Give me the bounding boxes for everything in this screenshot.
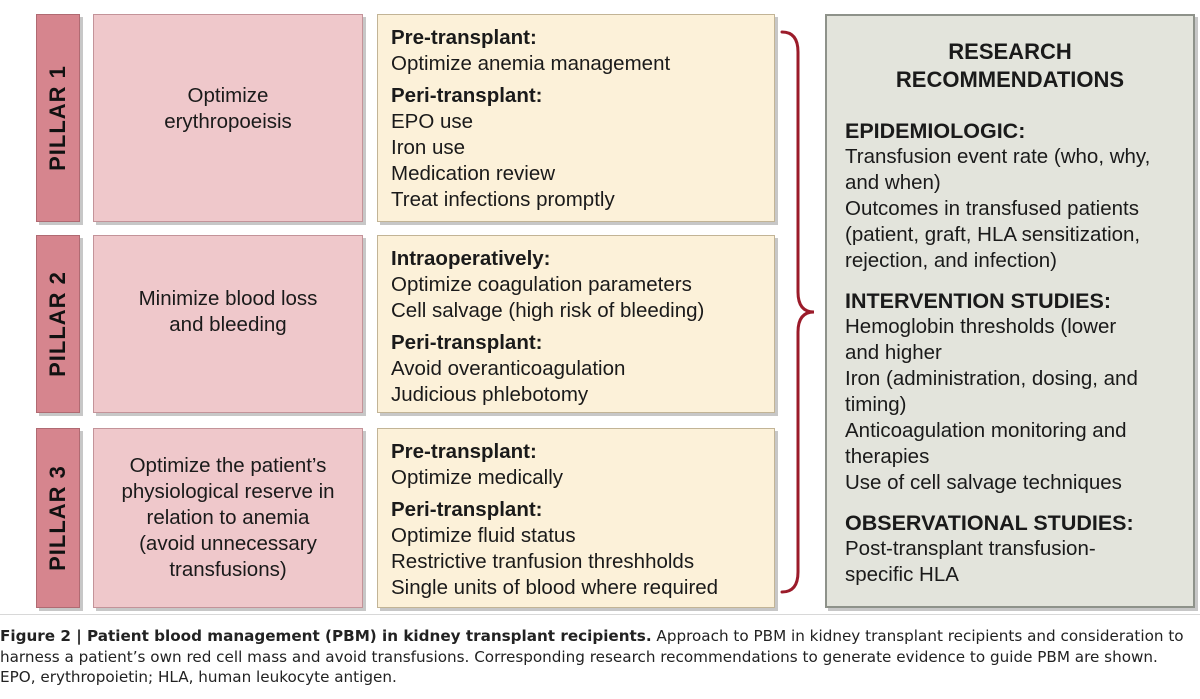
pillar-3-group-peri: Peri-transplant: Optimize fluid status R…: [391, 497, 762, 601]
research-section-head: EPIDEMIOLOGIC:: [845, 119, 1026, 143]
pillar-1-tab: PILLAR 1: [36, 14, 80, 222]
strategy-item: EPO use: [391, 110, 474, 133]
pillar-1-goal: Optimize erythropoeisis: [93, 14, 363, 222]
pillar-1-group-pre-head: Pre-transplant:: [391, 26, 537, 49]
caption-body: Approach to PBM in kidney transplant rec…: [0, 627, 1184, 686]
pillar-1-label: PILLAR 1: [45, 65, 71, 171]
caption-label: Figure 2: [0, 627, 71, 645]
pillar-1-strategies: Pre-transplant: Optimize anemia manageme…: [377, 14, 775, 222]
pillar-2-group-intra: Intraoperatively: Optimize coagulation p…: [391, 246, 762, 324]
strategy-item: Judicious phlebotomy: [391, 383, 589, 406]
research-recommendations-panel: RESEARCH RECOMMENDATIONS EPIDEMIOLOGIC: …: [825, 14, 1195, 608]
research-section-head: INTERVENTION STUDIES:: [845, 289, 1111, 313]
pillar-3-goal-text: Optimize the patient’s physiological res…: [121, 454, 335, 581]
pillar-2-goal: Minimize blood loss and bleeding: [93, 235, 363, 413]
research-section-observational: OBSERVATIONAL STUDIES: Post-transplant t…: [845, 510, 1193, 588]
pillar-2-group-intra-head: Intraoperatively:: [391, 247, 551, 270]
research-line: specific HLA: [845, 563, 959, 586]
caption-separator: |: [70, 627, 88, 645]
pillar-1-group-peri: Peri-transplant: EPO use Iron use Medica…: [391, 83, 762, 213]
strategy-item: Single units of blood where required: [391, 576, 719, 599]
curly-brace-path: [780, 30, 815, 594]
pillar-2-group-peri-head: Peri-transplant:: [391, 331, 543, 354]
research-line: Iron (administration, dosing, and: [845, 367, 1138, 390]
research-line: and higher: [845, 341, 942, 364]
strategy-item: Avoid overanticoagulation: [391, 357, 626, 380]
curly-brace: [780, 30, 815, 594]
strategy-item: Optimize coagulation parameters: [391, 273, 692, 296]
pillar-3-group-pre: Pre-transplant: Optimize medically: [391, 439, 762, 491]
research-section-epidemiologic: EPIDEMIOLOGIC: Transfusion event rate (w…: [845, 118, 1193, 274]
research-line: Anticoagulation monitoring and: [845, 419, 1127, 442]
pillar-3-group-pre-head: Pre-transplant:: [391, 440, 537, 463]
pillar-3-goal: Optimize the patient’s physiological res…: [93, 428, 363, 608]
pillar-3-tab: PILLAR 3: [36, 428, 80, 608]
pillar-2-strategies: Intraoperatively: Optimize coagulation p…: [377, 235, 775, 413]
pillar-2-group-peri: Peri-transplant: Avoid overanticoagulati…: [391, 330, 762, 408]
research-line: therapies: [845, 445, 930, 468]
strategy-item: Cell salvage (high risk of bleeding): [391, 299, 705, 322]
strategy-item: Optimize fluid status: [391, 524, 576, 547]
pillar-3-strategies: Pre-transplant: Optimize medically Peri-…: [377, 428, 775, 608]
figure-caption: Figure 2 | Patient blood management (PBM…: [0, 626, 1196, 688]
strategy-item: Restrictive tranfusion threshholds: [391, 550, 695, 573]
research-section-intervention: INTERVENTION STUDIES: Hemoglobin thresho…: [845, 288, 1193, 496]
research-line: (patient, graft, HLA sensitization,: [845, 223, 1141, 246]
strategy-item: Optimize medically: [391, 466, 564, 489]
pillar-3-group-peri-head: Peri-transplant:: [391, 498, 543, 521]
strategy-item: Optimize anemia management: [391, 52, 671, 75]
research-line: Transfusion event rate (who, why,: [845, 145, 1151, 168]
pillar-1-group-pre: Pre-transplant: Optimize anemia manageme…: [391, 25, 762, 77]
research-section-head: OBSERVATIONAL STUDIES:: [845, 511, 1134, 535]
caption-title: Patient blood management (PBM) in kidney…: [87, 627, 652, 645]
research-line: Outcomes in transfused patients: [845, 197, 1139, 220]
pillar-1-goal-text: Optimize erythropoeisis: [164, 84, 292, 133]
pillar-2-goal-text: Minimize blood loss and bleeding: [138, 287, 318, 336]
strategy-item: Iron use: [391, 136, 466, 159]
research-line: Use of cell salvage techniques: [845, 471, 1122, 494]
pillar-3-label: PILLAR 3: [45, 465, 71, 571]
caption-divider: [0, 614, 1200, 615]
research-line: and when): [845, 171, 941, 194]
pillar-2-tab: PILLAR 2: [36, 235, 80, 413]
pillar-1-group-peri-head: Peri-transplant:: [391, 84, 543, 107]
pillar-2-label: PILLAR 2: [45, 271, 71, 377]
strategy-item: Treat infections promptly: [391, 188, 615, 211]
research-title: RESEARCH RECOMMENDATIONS: [895, 39, 1125, 92]
research-line: rejection, and infection): [845, 249, 1057, 272]
research-line: timing): [845, 393, 907, 416]
strategy-item: Medication review: [391, 162, 556, 185]
research-line: Hemoglobin thresholds (lower: [845, 315, 1117, 338]
research-line: Post-transplant transfusion-: [845, 537, 1096, 560]
